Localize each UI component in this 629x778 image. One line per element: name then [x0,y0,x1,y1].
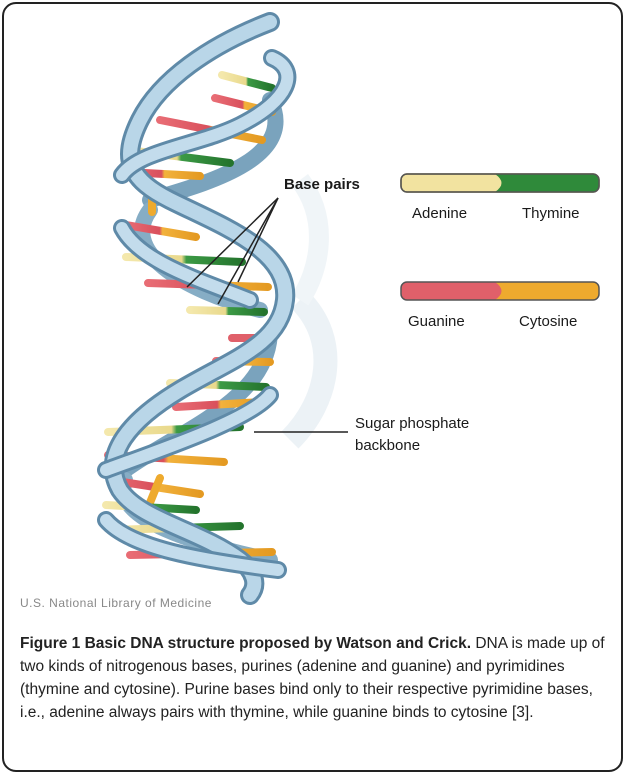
figure-caption: Figure 1 Basic DNA structure proposed by… [20,632,616,724]
legend-thymine-label: Thymine [522,205,580,222]
legend-adenine-label: Adenine [412,205,467,222]
legend-guanine-label: Guanine [408,313,465,330]
helix-shadow [290,180,325,440]
sugar-phosphate-label-line1: Sugar phosphate [355,415,469,432]
legend-guanine-cytosine-bar [401,282,599,300]
dna-helix-illustration [0,0,629,610]
image-credit: U.S. National Library of Medicine [20,596,212,610]
legend-cytosine-label: Cytosine [519,313,577,330]
base-pairs-label: Base pairs [284,176,360,193]
caption-title: Figure 1 Basic DNA structure proposed by… [20,635,471,652]
sugar-phosphate-label-line2: backbone [355,437,420,454]
legend-adenine-thymine-bar [401,174,599,192]
